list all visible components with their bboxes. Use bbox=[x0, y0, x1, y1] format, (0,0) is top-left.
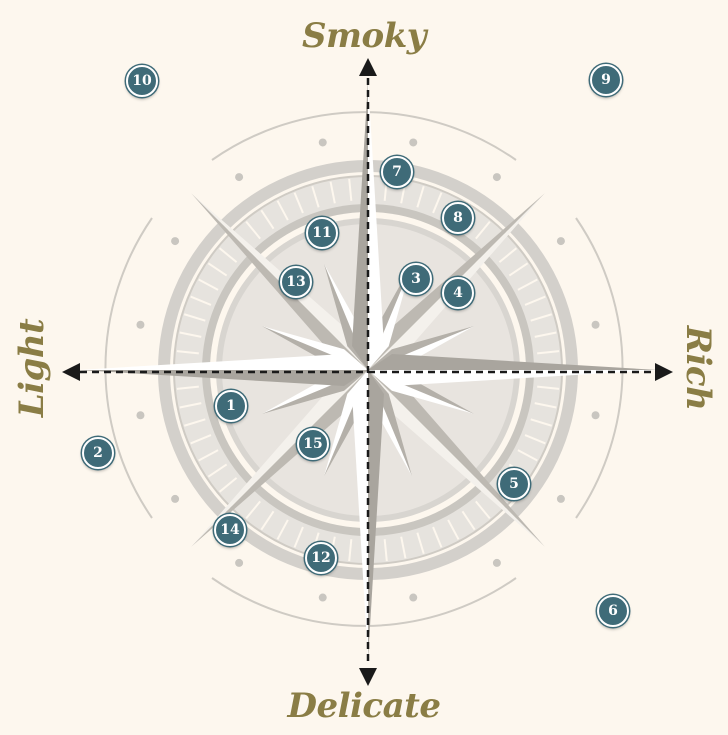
axis-label-delicate: Delicate bbox=[287, 686, 440, 726]
ring-dot bbox=[235, 173, 243, 181]
marker-9[interactable]: 9 bbox=[590, 64, 622, 96]
ring-dot bbox=[136, 411, 144, 419]
marker-8[interactable]: 8 bbox=[442, 202, 474, 234]
arrow-left-icon bbox=[62, 363, 80, 381]
arrow-right-icon bbox=[655, 363, 673, 381]
marker-3[interactable]: 3 bbox=[400, 263, 432, 295]
axis-label-light: Light bbox=[12, 319, 52, 418]
ring-dot bbox=[171, 495, 179, 503]
ring-dot bbox=[136, 321, 144, 329]
marker-6[interactable]: 6 bbox=[597, 595, 629, 627]
ring-dot bbox=[592, 411, 600, 419]
ring-dot bbox=[319, 594, 327, 602]
arrow-down-icon bbox=[359, 668, 377, 686]
marker-15[interactable]: 15 bbox=[297, 428, 329, 460]
axis-label-rich: Rich bbox=[678, 326, 718, 411]
marker-4[interactable]: 4 bbox=[442, 277, 474, 309]
marker-7[interactable]: 7 bbox=[381, 156, 413, 188]
ring-dot bbox=[235, 559, 243, 567]
ring-dot bbox=[592, 321, 600, 329]
ring-dot bbox=[493, 559, 501, 567]
ring-dot bbox=[493, 173, 501, 181]
ring-dot bbox=[409, 594, 417, 602]
marker-10[interactable]: 10 bbox=[126, 65, 158, 97]
ring-dot bbox=[557, 495, 565, 503]
ring-dot bbox=[171, 237, 179, 245]
marker-11[interactable]: 11 bbox=[306, 217, 338, 249]
marker-2[interactable]: 2 bbox=[82, 437, 114, 469]
marker-12[interactable]: 12 bbox=[305, 542, 337, 574]
ring-dot bbox=[557, 237, 565, 245]
marker-5[interactable]: 5 bbox=[498, 468, 530, 500]
ring-dot bbox=[409, 138, 417, 146]
marker-14[interactable]: 14 bbox=[214, 514, 246, 546]
marker-13[interactable]: 13 bbox=[280, 266, 312, 298]
arrow-up-icon bbox=[359, 58, 377, 76]
axis-label-smoky: Smoky bbox=[302, 16, 426, 56]
marker-1[interactable]: 1 bbox=[215, 390, 247, 422]
ring-dot bbox=[319, 138, 327, 146]
